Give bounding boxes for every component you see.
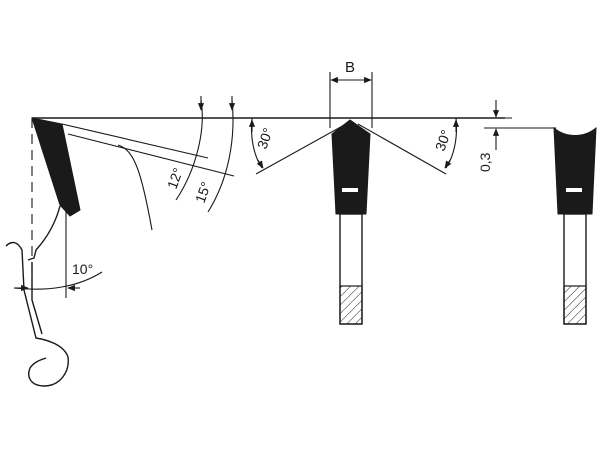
front-tooth-tip	[331, 119, 371, 215]
bevel-line-left	[255, 123, 347, 175]
bevel-line-right	[357, 123, 447, 175]
clearance-line-1	[61, 123, 209, 159]
dimension-label-b: B	[345, 59, 355, 76]
arc-30-left-arrow-bot	[256, 159, 264, 169]
gullet-profile-inner	[31, 262, 43, 335]
angle-label-12: 12°	[164, 166, 186, 191]
arc-15-deg	[207, 99, 234, 213]
tooth-marking-1	[342, 188, 358, 192]
angle-label-10: 10°	[72, 261, 93, 277]
tooth-marking-2	[566, 188, 582, 192]
side-tooth-tip	[31, 117, 81, 217]
gullet-profile	[5, 241, 69, 387]
front-tooth-tip-2	[553, 126, 597, 215]
front-view-tooth: B 30° 30°	[248, 59, 460, 325]
arc-30-right-arrow-bot	[444, 159, 452, 169]
angle-label-30-right: 30°	[432, 128, 454, 153]
angle-label-30-left: 30°	[254, 126, 276, 151]
side-view: 12° 15° 10°	[5, 96, 505, 387]
tooth-back-curve	[117, 144, 153, 231]
height-offset-dimension: 0,3	[477, 100, 556, 172]
front-view-tooth-2	[553, 126, 597, 325]
offset-label: 0,3	[477, 152, 493, 172]
shank-hatch-2	[563, 285, 587, 325]
shank-hatch-1	[339, 285, 363, 325]
angle-label-15: 15°	[192, 180, 214, 205]
clearance-line-2	[67, 133, 235, 177]
side-tooth-body	[27, 205, 61, 261]
